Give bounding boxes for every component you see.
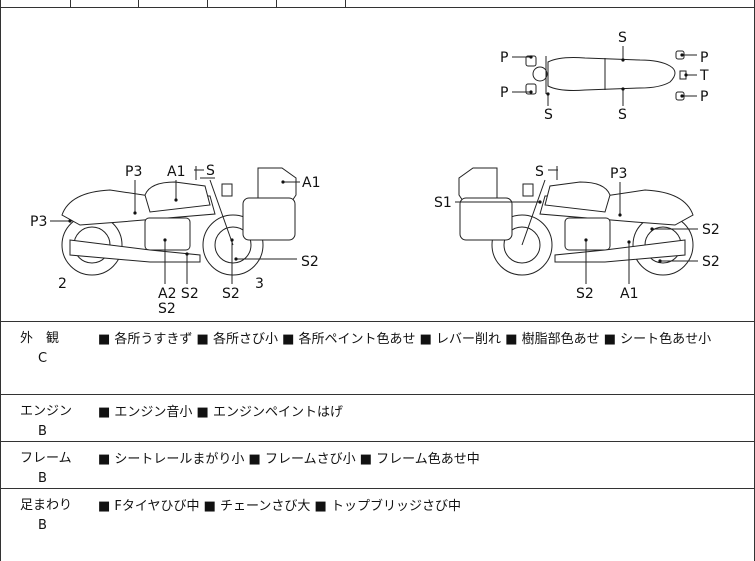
right-side-motorcycle — [458, 167, 694, 276]
left-side-motorcycle — [61, 167, 297, 276]
table-divider — [0, 441, 755, 442]
label-num-3: 3 — [255, 276, 264, 292]
grade-label: B — [38, 471, 47, 486]
condition-items: ■ シートレールまがり小 ■ フレームさび小 ■ フレーム色あせ中 — [98, 452, 480, 467]
label-top-p-left-upper: P — [500, 50, 508, 66]
grade-label: B — [38, 424, 47, 439]
label-top-p-right-upper: P — [700, 50, 708, 66]
label-top-p-right-lower: P — [700, 89, 708, 105]
label-r-s1-case: S1 — [434, 195, 452, 211]
label-top-p-left-lower: P — [500, 85, 508, 101]
label-r-s2-bottom: S2 — [576, 286, 594, 302]
label-top-s-mid: S — [618, 107, 627, 123]
label-a1-tank: A1 — [167, 164, 185, 180]
table-divider — [0, 321, 755, 322]
condition-row-engine: エンジン B ■ エンジン音小 ■ エンジンペイントはげ — [0, 394, 755, 441]
table-divider — [138, 0, 139, 8]
category-cell: エンジン B — [20, 402, 84, 442]
category-cell: 足まわり B — [20, 496, 84, 536]
category-label: 外 観 — [20, 331, 60, 346]
table-divider — [70, 0, 71, 8]
label-top-s: S — [618, 30, 627, 46]
category-cell: 外 観 C — [20, 329, 84, 369]
table-divider — [0, 488, 755, 489]
label-s2-rear: S2 — [301, 254, 319, 270]
label-r-s-handle: S — [535, 164, 544, 180]
condition-row-frame: フレーム B ■ シートレールまがり小 ■ フレームさび小 ■ フレーム色あせ中 — [0, 441, 755, 488]
label-top-t: T — [699, 68, 709, 84]
table-divider — [207, 0, 208, 8]
label-r-s2-rear-lower: S2 — [702, 254, 720, 270]
label-s2-mid: S2 — [222, 286, 240, 302]
condition-items: ■ Fタイヤひび中 ■ チェーンさび大 ■ トップブリッジさび中 — [98, 499, 461, 514]
label-p3-rear: P3 — [30, 214, 47, 230]
label-a2-s2: A2 S2 — [158, 286, 199, 302]
table-divider — [345, 0, 346, 8]
label-a1-case: A1 — [302, 175, 320, 191]
label-r-a1-bottom: A1 — [620, 286, 638, 302]
condition-row-exterior: 外 観 C ■ 各所うすきず ■ 各所さび小 ■ 各所ペイント色あせ ■ レバー… — [0, 321, 755, 394]
label-s2-bottom: S2 — [158, 301, 176, 317]
table-left-border — [0, 0, 1, 561]
table-divider — [276, 0, 277, 8]
label-r-p3-tank: P3 — [610, 166, 627, 182]
category-cell: フレーム B — [20, 449, 84, 489]
label-num-2: 2 — [58, 276, 67, 292]
label-p3-tank: P3 — [125, 164, 142, 180]
category-label: エンジン — [20, 404, 73, 419]
label-r-s2-rear-upper: S2 — [702, 222, 720, 238]
label-s-handle: S — [206, 163, 215, 179]
category-label: 足まわり — [20, 498, 73, 513]
condition-row-suspension: 足まわり B ■ Fタイヤひび中 ■ チェーンさび大 ■ トップブリッジさび中 — [0, 488, 755, 561]
table-divider — [0, 394, 755, 395]
grade-label: B — [38, 518, 47, 533]
condition-items: ■ エンジン音小 ■ エンジンペイントはげ — [98, 405, 343, 420]
table-top-border — [0, 7, 755, 8]
label-top-s-left: S — [544, 107, 553, 123]
top-view-motorcycle — [525, 50, 687, 101]
damage-diagram: P3 P3 A1 S A1 S2 2 A2 S2 S2 S2 3 — [30, 30, 720, 317]
category-label: フレーム — [20, 451, 72, 466]
grade-label: C — [38, 351, 48, 366]
condition-items: ■ 各所うすきず ■ 各所さび小 ■ 各所ペイント色あせ ■ レバー削れ ■ 樹… — [98, 332, 712, 347]
